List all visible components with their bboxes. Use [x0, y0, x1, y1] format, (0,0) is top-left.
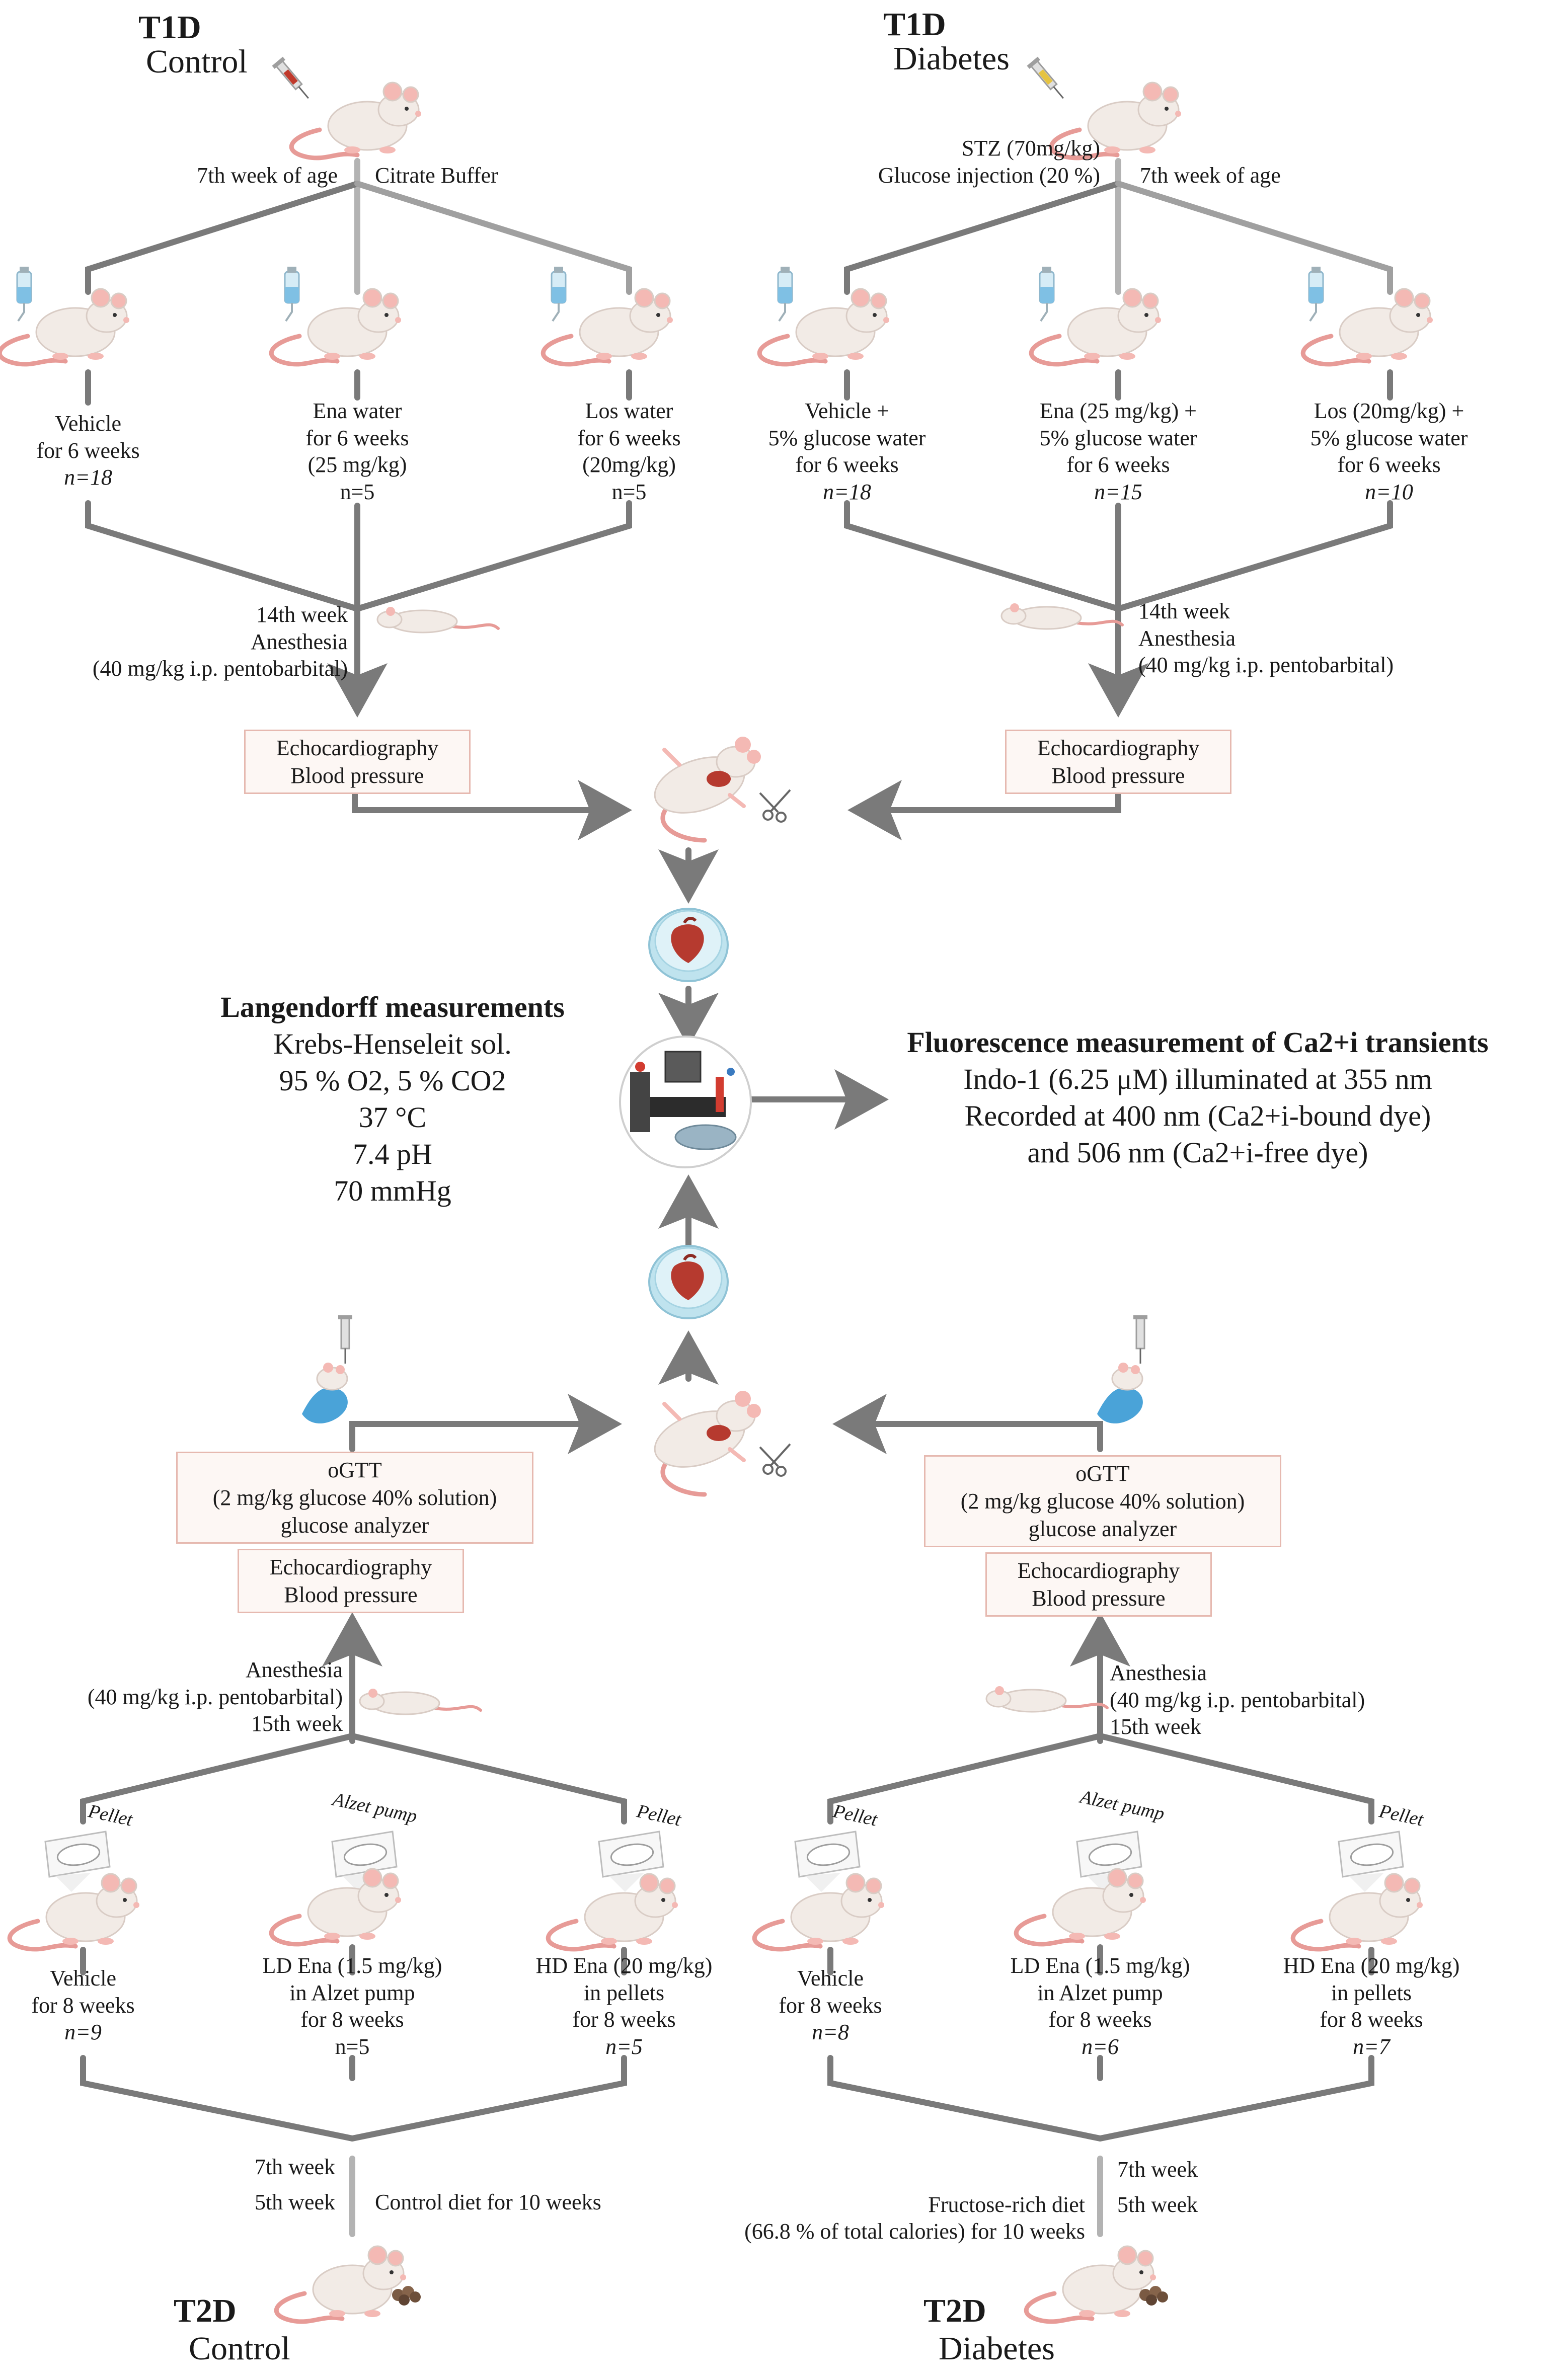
t2d-diabetes-mouse-icon: [1026, 2246, 1156, 2322]
dissected-mouse-icon-top: [648, 737, 790, 840]
t2d-control-anesthetized-mouse-icon: [360, 1689, 481, 1714]
t1d-control-anesthetized-mouse-icon: [377, 607, 498, 632]
t1d-diabetes-ena-bottle-icon: [1039, 266, 1055, 322]
t2d-diabetes-ld-n: n=6: [1082, 2034, 1119, 2059]
t2d-control-diet: Control diet for 10 weeks: [375, 2190, 601, 2214]
t2d-control-vehicle-n: n=9: [64, 2020, 102, 2045]
t2d-diabetes-subtitle: Diabetes: [939, 2330, 1055, 2367]
t1d-control-mouse-icon: [291, 83, 421, 158]
t2d-diabetes-tree: [827, 1394, 1374, 2237]
t2d-control-hd-n: n=5: [605, 2034, 643, 2059]
t2d-control-week5: 5th week: [254, 2190, 335, 2214]
t2d-control-ogtt-hand-icon: [301, 1314, 353, 1424]
t2d-diabetes-anesthetized-mouse-icon: [986, 1686, 1107, 1712]
t2d-diabetes-vehicle-n: n=8: [812, 2020, 849, 2045]
t2d-control-subtitle: Control: [189, 2330, 290, 2367]
t2d-diabetes-hd-n: n=7: [1353, 2034, 1390, 2059]
t1d-diabetes-injection-line2: Glucose injection (20 %): [878, 163, 1100, 188]
t2d-control-ogtt-box: oGTT(2 mg/kg glucose 40% solution)glucos…: [176, 1452, 533, 1544]
heart-dish-icon-bottom: [649, 1246, 728, 1318]
center-flow-arrows: [658, 847, 889, 1385]
t1d-control-title: T1D: [138, 9, 201, 46]
t1d-diabetes-los-n: n=10: [1365, 480, 1413, 505]
t2d-diabetes-hd-mouse-icon: [1293, 1874, 1423, 1949]
t1d-control-los-bottle-icon: [551, 266, 567, 322]
t2d-diabetes-week5: 5th week: [1117, 2192, 1198, 2217]
t1d-control-ena-n: n=5: [340, 480, 375, 505]
t1d-diabetes-tree: [844, 158, 1393, 840]
t2d-diabetes-week7: 7th week: [1117, 2157, 1198, 2182]
t1d-diabetes-age-label: 7th week of age: [1140, 163, 1281, 188]
t1d-diabetes-vehicle-n: n=18: [823, 480, 871, 505]
t2d-diabetes-ogtt-hand-icon: [1096, 1314, 1148, 1424]
t2d-control-anesthesia: Anesthesia(40 mg/kg i.p. pentobarbital)1…: [87, 1657, 343, 1736]
fluorescence-title: Fluorescence measurement of Ca2+i transi…: [907, 1026, 1489, 1059]
t1d-control-vehicle-n: n=18: [64, 465, 112, 490]
t2d-control-mouse-icon: [276, 2246, 406, 2322]
t2d-control-ld-n: n=5: [335, 2034, 370, 2059]
t2d-diabetes-title: T2D: [923, 2292, 986, 2329]
t1d-diabetes-los-bottle-icon: [1308, 266, 1324, 322]
t1d-diabetes-ena-n: n=15: [1094, 480, 1142, 505]
t1d-diabetes-vehicle-bottle-icon: [777, 266, 793, 322]
t1d-control-injection-label: Citrate Buffer: [375, 163, 498, 188]
t1d-control-vehicle-bottle-icon: [16, 266, 32, 322]
dissected-mouse-icon-bottom: [648, 1391, 790, 1494]
t1d-control-los-n: n=5: [611, 480, 647, 505]
t1d-diabetes-subtitle: Diabetes: [893, 40, 1010, 77]
t2d-control-ld-mouse-icon: [271, 1869, 401, 1944]
t2d-diabetes-ld-mouse-icon: [1016, 1869, 1146, 1944]
langendorff-apparatus-icon: [619, 1036, 752, 1168]
t2d-control-vehicle-pellet-icon: [44, 1831, 111, 1893]
t2d-diabetes-diet-line1: Fructose-rich diet: [928, 2192, 1085, 2217]
t2d-diabetes-diet-line2: (66.8 % of total calories) for 10 weeks: [744, 2219, 1085, 2244]
t2d-control-title: T2D: [174, 2292, 237, 2329]
t1d-control-syringe-icon: [271, 56, 315, 104]
heart-dish-icon-top: [649, 909, 728, 981]
langendorff-block: Langendorff measurements Krebs-Henseleit…: [166, 989, 619, 1209]
t1d-control-age-label: 7th week of age: [197, 163, 338, 188]
t2d-control-tree: [80, 1394, 627, 2237]
langendorff-title: Langendorff measurements: [220, 991, 565, 1023]
t1d-diabetes-injection-line1: STZ (70mg/kg): [962, 136, 1100, 161]
t2d-diabetes-ogtt-box: oGTT(2 mg/kg glucose 40% solution)glucos…: [924, 1455, 1281, 1547]
t2d-diabetes-chow-icon: [1139, 2286, 1168, 2306]
t1d-control-tree: [85, 158, 632, 840]
t2d-control-chow-icon: [392, 2286, 421, 2306]
t1d-control-ena-bottle-icon: [284, 266, 300, 322]
fluorescence-block: Fluorescence measurement of Ca2+i transi…: [866, 1024, 1530, 1171]
t2d-control-hd-mouse-icon: [548, 1874, 678, 1949]
t2d-control-week7: 7th week: [254, 2155, 335, 2179]
t2d-diabetes-anesthesia: Anesthesia(40 mg/kg i.p. pentobarbital)1…: [1110, 1660, 1365, 1739]
t1d-diabetes-title: T1D: [883, 6, 946, 43]
t1d-control-subtitle: Control: [146, 43, 248, 80]
t1d-diabetes-syringe-icon: [1026, 56, 1070, 104]
